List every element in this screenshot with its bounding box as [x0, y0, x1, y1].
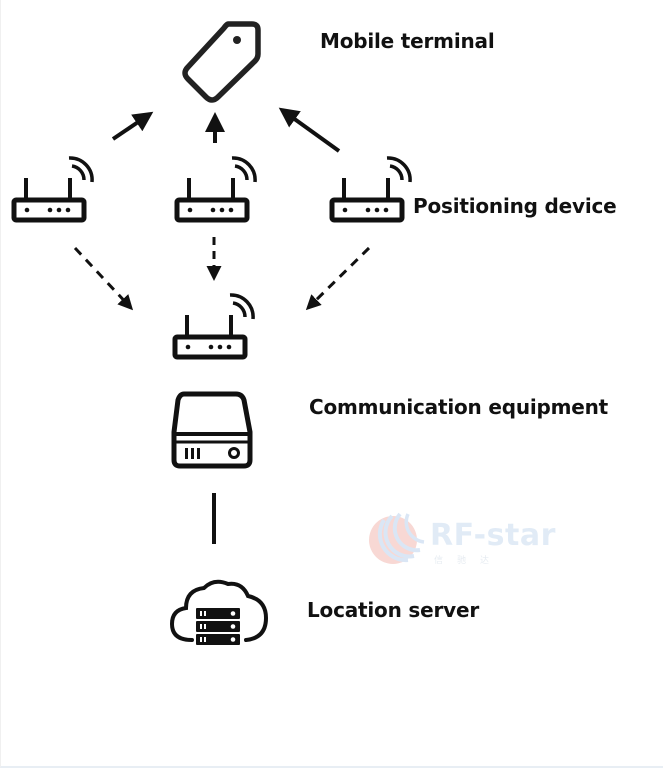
mobile-terminal-label: Mobile terminal: [320, 29, 495, 53]
cloud-server-icon: [169, 579, 269, 645]
tag-icon: [182, 21, 261, 103]
dashed-arrow-left-to-gateway: [73, 246, 134, 311]
hard-drive-icon: [171, 391, 253, 469]
rf-star-logo-icon: [369, 512, 425, 564]
positioning-device-label: Positioning device: [413, 194, 617, 218]
communication-equipment-label: Communication equipment: [309, 395, 609, 419]
location-server-label: Location server: [307, 598, 479, 622]
router-icon-gateway: [175, 295, 253, 357]
arrow-left-to-terminal: [111, 111, 154, 141]
router-icon-left: [14, 158, 92, 220]
router-icon-right: [332, 158, 410, 220]
watermark-subtitle: 信驰达: [434, 556, 504, 566]
router-icon-center: [177, 158, 255, 220]
dashed-arrow-right-to-gateway: [305, 246, 371, 311]
watermark-brand: RF-star: [430, 518, 556, 553]
arrow-right-to-terminal: [278, 107, 341, 153]
